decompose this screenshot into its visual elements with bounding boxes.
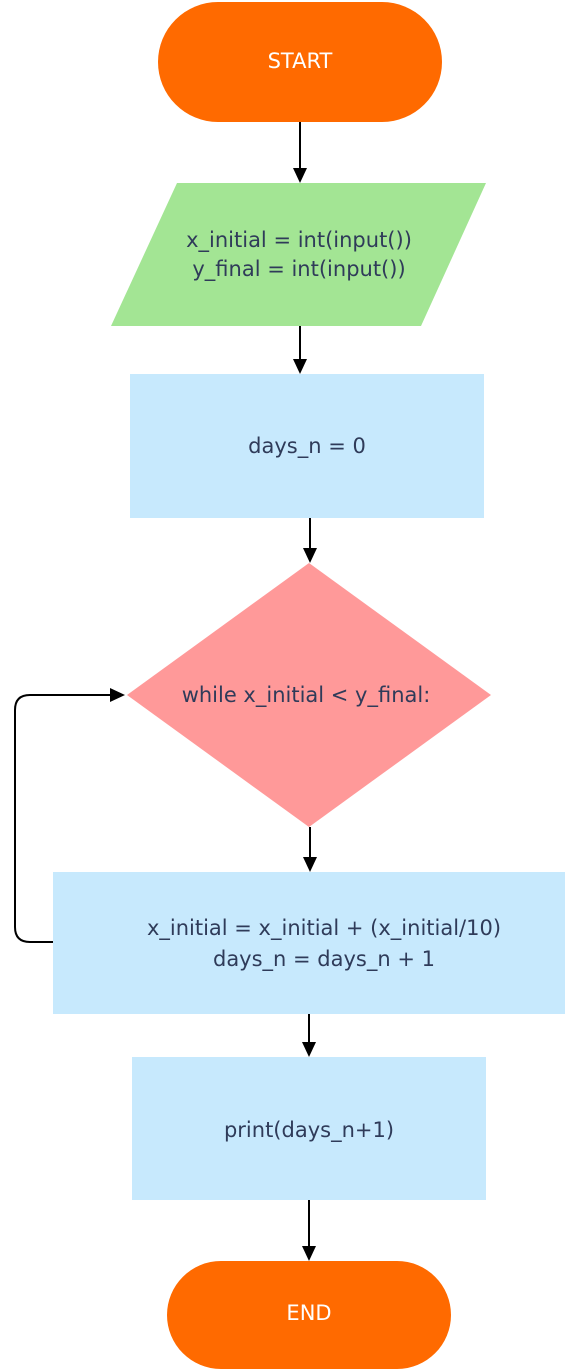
arrow-loop-back [14,688,125,943]
init-node: days_n = 0 [130,374,484,518]
update-line-2: days_n = days_n + 1 [213,947,435,972]
arrow-update-to-output [302,1014,316,1057]
output-process-shape [132,1057,486,1200]
input-line-2: y_final = int(input()) [192,257,405,282]
output-node: print(days_n+1) [132,1057,486,1200]
arrow-init-to-loop [303,518,317,563]
update-process-shape [53,872,565,1014]
input-line-1: x_initial = int(input()) [186,228,412,253]
input-parallelogram-shape [111,183,486,326]
arrow-start-to-input [293,122,307,183]
update-node: x_initial = x_initial + (x_initial/10) d… [53,872,565,1014]
end-terminal-shape [167,1261,451,1369]
update-line-1: x_initial = x_initial + (x_initial/10) [147,916,501,941]
start-terminal-shape [158,2,442,122]
output-label: print(days_n+1) [224,1118,394,1143]
end-node: END [167,1261,451,1369]
init-process-shape [130,374,484,518]
loop-node: while x_initial < y_final: [127,563,491,827]
arrow-input-to-init [293,326,307,374]
arrow-loop-to-update [303,827,317,872]
start-label: START [268,49,333,73]
arrow-output-to-end [302,1200,316,1261]
start-node: START [158,2,442,122]
loop-decision-shape [127,563,491,827]
end-label: END [286,1301,331,1325]
init-label: days_n = 0 [248,434,366,459]
loop-label: while x_initial < y_final: [182,683,431,708]
input-node: x_initial = int(input()) y_final = int(i… [111,183,486,326]
